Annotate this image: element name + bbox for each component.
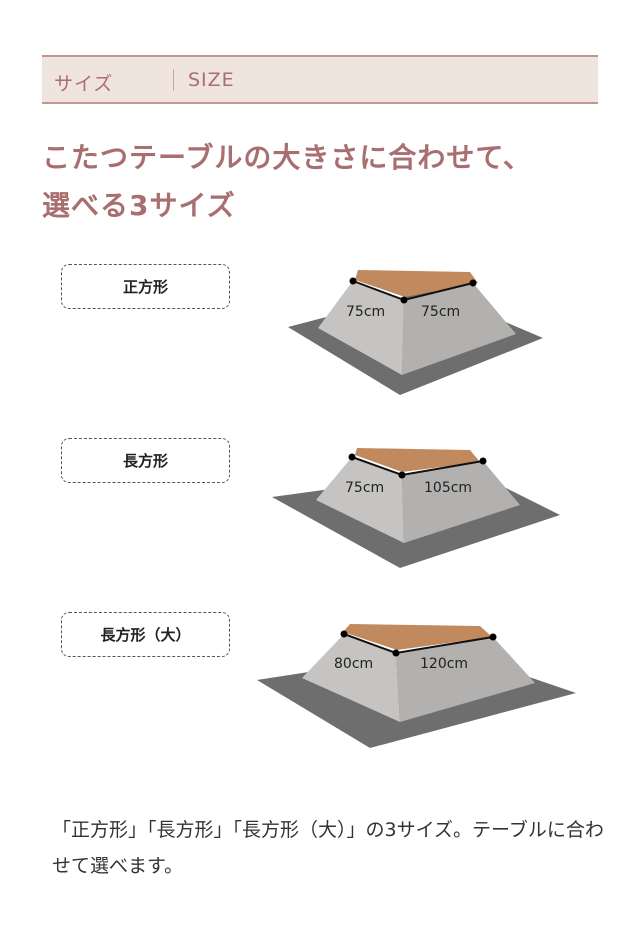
skirt-left [316, 457, 404, 543]
skirt-right [402, 461, 520, 543]
skirt-left [302, 634, 400, 722]
table-top [343, 624, 492, 650]
width-label: 75cm [421, 304, 460, 320]
size-label-rectangle-large: 長方形（大） [61, 612, 230, 657]
page-title: こたつテーブルの大きさに合わせて、 選べる3サイズ [42, 134, 532, 230]
depth-label: 80cm [334, 656, 373, 672]
description: 「正方形」「長方形」「長方形（大）」の3サイズ。テーブルに合わせて選べます。 [52, 819, 604, 877]
title-line-1: こたつテーブルの大きさに合わせて、 [42, 141, 532, 174]
section-label-jp: サイズ [54, 73, 114, 95]
width-label: 120cm [420, 656, 468, 672]
kotatsu-square: 75cm 75cm [288, 270, 543, 395]
size-label-square: 正方形 [61, 264, 230, 309]
depth-label: 75cm [345, 480, 384, 496]
depth-label: 75cm [346, 304, 385, 320]
kotatsu-rectangle-large: 80cm 120cm [257, 624, 576, 748]
skirt-right [402, 283, 516, 375]
skirt-right [396, 637, 535, 722]
kotatsu-rectangle: 75cm 105cm [272, 448, 560, 568]
size-label-rectangle: 長方形 [61, 438, 230, 483]
table-top [355, 270, 478, 297]
section-header: サイズ SIZE [42, 55, 598, 104]
skirt-left [318, 282, 404, 375]
width-label: 105cm [424, 480, 472, 496]
divider [173, 69, 174, 91]
section-label-en: SIZE [188, 69, 235, 91]
title-line-2: 選べる3サイズ [42, 189, 236, 222]
